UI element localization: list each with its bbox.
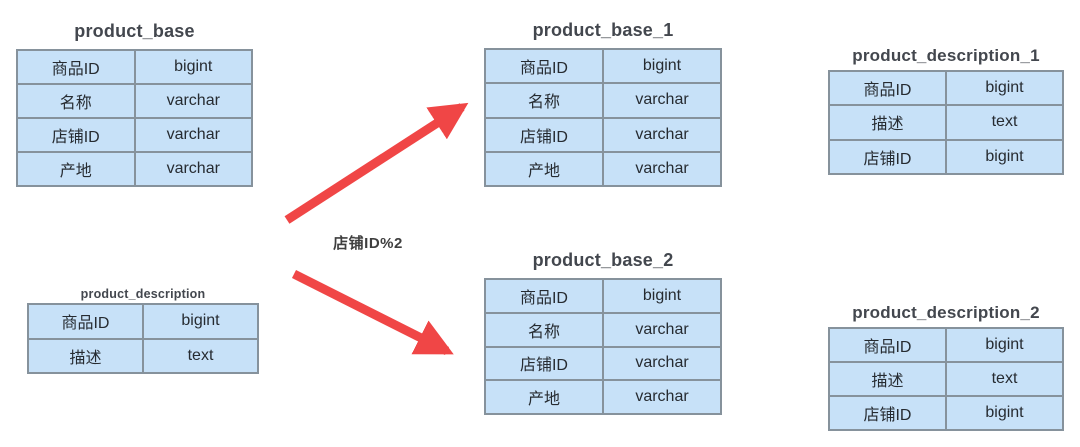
- table-product-base: 商品ID bigint 名称 varchar 店铺ID varchar 产地 v…: [16, 49, 253, 187]
- table-product-description-2: 商品ID bigint 描述 text 店铺ID bigint: [828, 327, 1064, 431]
- table-title-product-base-2: product_base_2: [532, 250, 674, 270]
- field-type-cell: bigint: [947, 397, 1062, 429]
- table-title-product-description-2: product_description_2: [852, 303, 1040, 322]
- field-type-cell: varchar: [604, 152, 720, 185]
- field-type-cell: text: [947, 363, 1062, 395]
- field-name-cell: 描述: [830, 363, 945, 395]
- table-title-product-description: product_description: [80, 287, 206, 301]
- field-name-cell: 描述: [29, 339, 142, 372]
- field-name-cell: 描述: [830, 106, 945, 139]
- shard-arrow-to-product-base-1: [284, 102, 469, 224]
- field-type-cell: bigint: [144, 305, 257, 338]
- shard-arrow-to-product-base-2: [291, 269, 454, 356]
- field-name-cell: 商品ID: [830, 72, 945, 105]
- table-product-base-2: 商品ID bigint 名称 varchar 店铺ID varchar 产地 v…: [484, 278, 722, 415]
- field-type-cell: varchar: [135, 85, 251, 117]
- table-product-description-1: 商品ID bigint 描述 text 店铺ID bigint: [828, 70, 1064, 175]
- field-name-cell: 店铺ID: [830, 397, 945, 429]
- table-product-base-1: 商品ID bigint 名称 varchar 店铺ID varchar 产地 v…: [484, 48, 722, 187]
- field-type-cell: bigint: [947, 329, 1062, 361]
- field-name-cell: 产地: [486, 381, 602, 413]
- field-type-cell: bigint: [947, 140, 1062, 173]
- field-name-cell: 产地: [18, 153, 134, 185]
- field-name-cell: 商品ID: [830, 329, 945, 361]
- field-type-cell: varchar: [604, 381, 720, 413]
- field-type-cell: bigint: [135, 51, 251, 83]
- field-name-cell: 商品ID: [486, 50, 602, 83]
- field-name-cell: 店铺ID: [18, 119, 134, 151]
- field-name-cell: 商品ID: [486, 280, 602, 312]
- field-type-cell: varchar: [604, 84, 720, 117]
- field-name-cell: 名称: [486, 313, 602, 346]
- field-name-cell: 店铺ID: [830, 140, 945, 173]
- field-type-cell: bigint: [604, 50, 720, 83]
- field-type-cell: varchar: [135, 119, 251, 151]
- field-name-cell: 产地: [486, 152, 602, 185]
- field-name-cell: 店铺ID: [486, 118, 602, 151]
- field-name-cell: 商品ID: [29, 305, 142, 338]
- field-type-cell: text: [947, 106, 1062, 139]
- shard-key-label: 店铺ID%2: [333, 235, 403, 252]
- field-type-cell: bigint: [947, 72, 1062, 105]
- field-type-cell: varchar: [604, 347, 720, 380]
- field-type-cell: varchar: [604, 118, 720, 151]
- field-type-cell: varchar: [135, 153, 251, 185]
- field-name-cell: 商品ID: [18, 51, 134, 83]
- table-title-product-description-1: product_description_1: [852, 46, 1040, 65]
- field-name-cell: 店铺ID: [486, 347, 602, 380]
- field-name-cell: 名称: [18, 85, 134, 117]
- field-type-cell: bigint: [604, 280, 720, 312]
- field-type-cell: varchar: [604, 313, 720, 346]
- field-type-cell: text: [144, 339, 257, 372]
- table-title-product-base: product_base: [74, 21, 195, 41]
- table-product-description: 商品ID bigint 描述 text: [27, 303, 259, 374]
- field-name-cell: 名称: [486, 84, 602, 117]
- table-title-product-base-1: product_base_1: [532, 20, 674, 40]
